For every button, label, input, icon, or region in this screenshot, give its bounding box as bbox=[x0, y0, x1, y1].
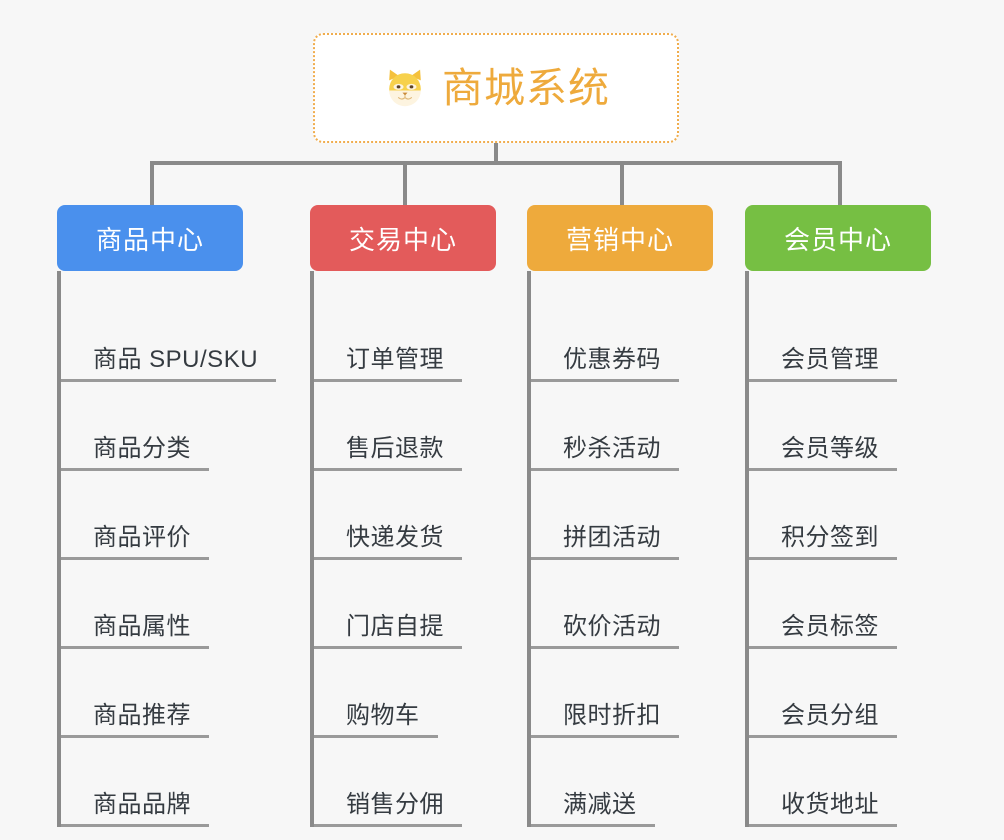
leaf-label: 限时折扣 bbox=[563, 702, 661, 729]
connector-horizontal-bus bbox=[152, 161, 840, 165]
leaf-item[interactable]: 会员标签 bbox=[745, 560, 960, 649]
leaf-list-1: 商品 SPU/SKU 商品分类 商品评价 商品属性 商品推荐 商品品牌 bbox=[57, 271, 307, 827]
category-label-3: 营销中心 bbox=[565, 224, 674, 255]
leaf-label: 商品评价 bbox=[93, 524, 191, 551]
leaf-item[interactable]: 会员管理 bbox=[745, 293, 960, 382]
connector-drop-3 bbox=[620, 161, 624, 207]
leaf-label: 优惠券码 bbox=[563, 346, 661, 373]
leaf-label: 秒杀活动 bbox=[563, 435, 661, 462]
leaf-label: 会员标签 bbox=[781, 613, 879, 640]
root-node[interactable]: 商城系统 bbox=[313, 33, 679, 143]
connector-root-stem bbox=[494, 143, 498, 165]
leaf-list-4: 会员管理 会员等级 积分签到 会员标签 会员分组 收货地址 bbox=[745, 271, 960, 827]
connector-drop-1 bbox=[150, 161, 154, 207]
leaf-spine-1 bbox=[57, 271, 61, 827]
leaf-label: 门店自提 bbox=[346, 613, 444, 640]
leaf-label: 快递发货 bbox=[346, 524, 444, 551]
category-label-4: 会员中心 bbox=[783, 224, 892, 255]
shiba-dog-icon bbox=[382, 66, 428, 112]
leaf-label: 满减送 bbox=[563, 791, 637, 818]
leaf-item[interactable]: 满减送 bbox=[527, 738, 742, 827]
leaf-item[interactable]: 购物车 bbox=[310, 649, 540, 738]
leaf-label: 收货地址 bbox=[781, 791, 879, 818]
leaf-list-2: 订单管理 售后退款 快递发货 门店自提 购物车 销售分佣 bbox=[310, 271, 540, 827]
leaf-item[interactable]: 订单管理 bbox=[310, 293, 540, 382]
leaf-label: 砍价活动 bbox=[563, 613, 661, 640]
leaf-item[interactable]: 销售分佣 bbox=[310, 738, 540, 827]
leaf-label: 订单管理 bbox=[346, 346, 444, 373]
category-label-2: 交易中心 bbox=[348, 224, 457, 255]
leaf-item[interactable]: 快递发货 bbox=[310, 471, 540, 560]
leaf-item[interactable]: 商品评价 bbox=[57, 471, 307, 560]
category-header-2[interactable]: 交易中心 bbox=[310, 205, 496, 271]
leaf-spine-4 bbox=[745, 271, 749, 827]
root-title: 商城系统 bbox=[442, 64, 610, 111]
leaf-label: 商品属性 bbox=[93, 613, 191, 640]
category-header-3[interactable]: 营销中心 bbox=[527, 205, 713, 271]
leaf-label: 会员分组 bbox=[781, 702, 879, 729]
leaf-label: 商品分类 bbox=[93, 435, 191, 462]
leaf-item[interactable]: 商品 SPU/SKU bbox=[57, 293, 307, 382]
leaf-label: 会员管理 bbox=[781, 346, 879, 373]
leaf-item[interactable]: 商品推荐 bbox=[57, 649, 307, 738]
branch-column-2: 交易中心 订单管理 售后退款 快递发货 门店自提 购物车 销售分佣 bbox=[310, 205, 540, 827]
leaf-item[interactable]: 商品分类 bbox=[57, 382, 307, 471]
leaf-label: 销售分佣 bbox=[346, 791, 444, 818]
leaf-list-3: 优惠券码 秒杀活动 拼团活动 砍价活动 限时折扣 满减送 bbox=[527, 271, 742, 827]
leaf-item[interactable]: 秒杀活动 bbox=[527, 382, 742, 471]
category-label-1: 商品中心 bbox=[95, 224, 204, 255]
branch-column-4: 会员中心 会员管理 会员等级 积分签到 会员标签 会员分组 收货地址 bbox=[745, 205, 960, 827]
leaf-label: 商品推荐 bbox=[93, 702, 191, 729]
leaf-item[interactable]: 收货地址 bbox=[745, 738, 960, 827]
leaf-item[interactable]: 积分签到 bbox=[745, 471, 960, 560]
leaf-item[interactable]: 拼团活动 bbox=[527, 471, 742, 560]
leaf-label: 购物车 bbox=[346, 702, 420, 729]
connector-drop-2 bbox=[403, 161, 407, 207]
leaf-item[interactable]: 会员等级 bbox=[745, 382, 960, 471]
leaf-label: 售后退款 bbox=[346, 435, 444, 462]
leaf-label: 商品 SPU/SKU bbox=[93, 346, 259, 373]
category-header-1[interactable]: 商品中心 bbox=[57, 205, 243, 271]
branch-column-1: 商品中心 商品 SPU/SKU 商品分类 商品评价 商品属性 商品推荐 商品品牌 bbox=[57, 205, 307, 827]
leaf-item[interactable]: 限时折扣 bbox=[527, 649, 742, 738]
branch-column-3: 营销中心 优惠券码 秒杀活动 拼团活动 砍价活动 限时折扣 满减送 bbox=[527, 205, 742, 827]
leaf-label: 积分签到 bbox=[781, 524, 879, 551]
leaf-label: 会员等级 bbox=[781, 435, 879, 462]
leaf-item[interactable]: 会员分组 bbox=[745, 649, 960, 738]
leaf-spine-2 bbox=[310, 271, 314, 827]
leaf-item[interactable]: 商品属性 bbox=[57, 560, 307, 649]
category-header-4[interactable]: 会员中心 bbox=[745, 205, 931, 271]
leaf-label: 拼团活动 bbox=[563, 524, 661, 551]
leaf-item[interactable]: 优惠券码 bbox=[527, 293, 742, 382]
leaf-item[interactable]: 砍价活动 bbox=[527, 560, 742, 649]
leaf-label: 商品品牌 bbox=[93, 791, 191, 818]
leaf-item[interactable]: 门店自提 bbox=[310, 560, 540, 649]
leaf-item[interactable]: 商品品牌 bbox=[57, 738, 307, 827]
leaf-spine-3 bbox=[527, 271, 531, 827]
connector-drop-4 bbox=[838, 161, 842, 207]
leaf-item[interactable]: 售后退款 bbox=[310, 382, 540, 471]
